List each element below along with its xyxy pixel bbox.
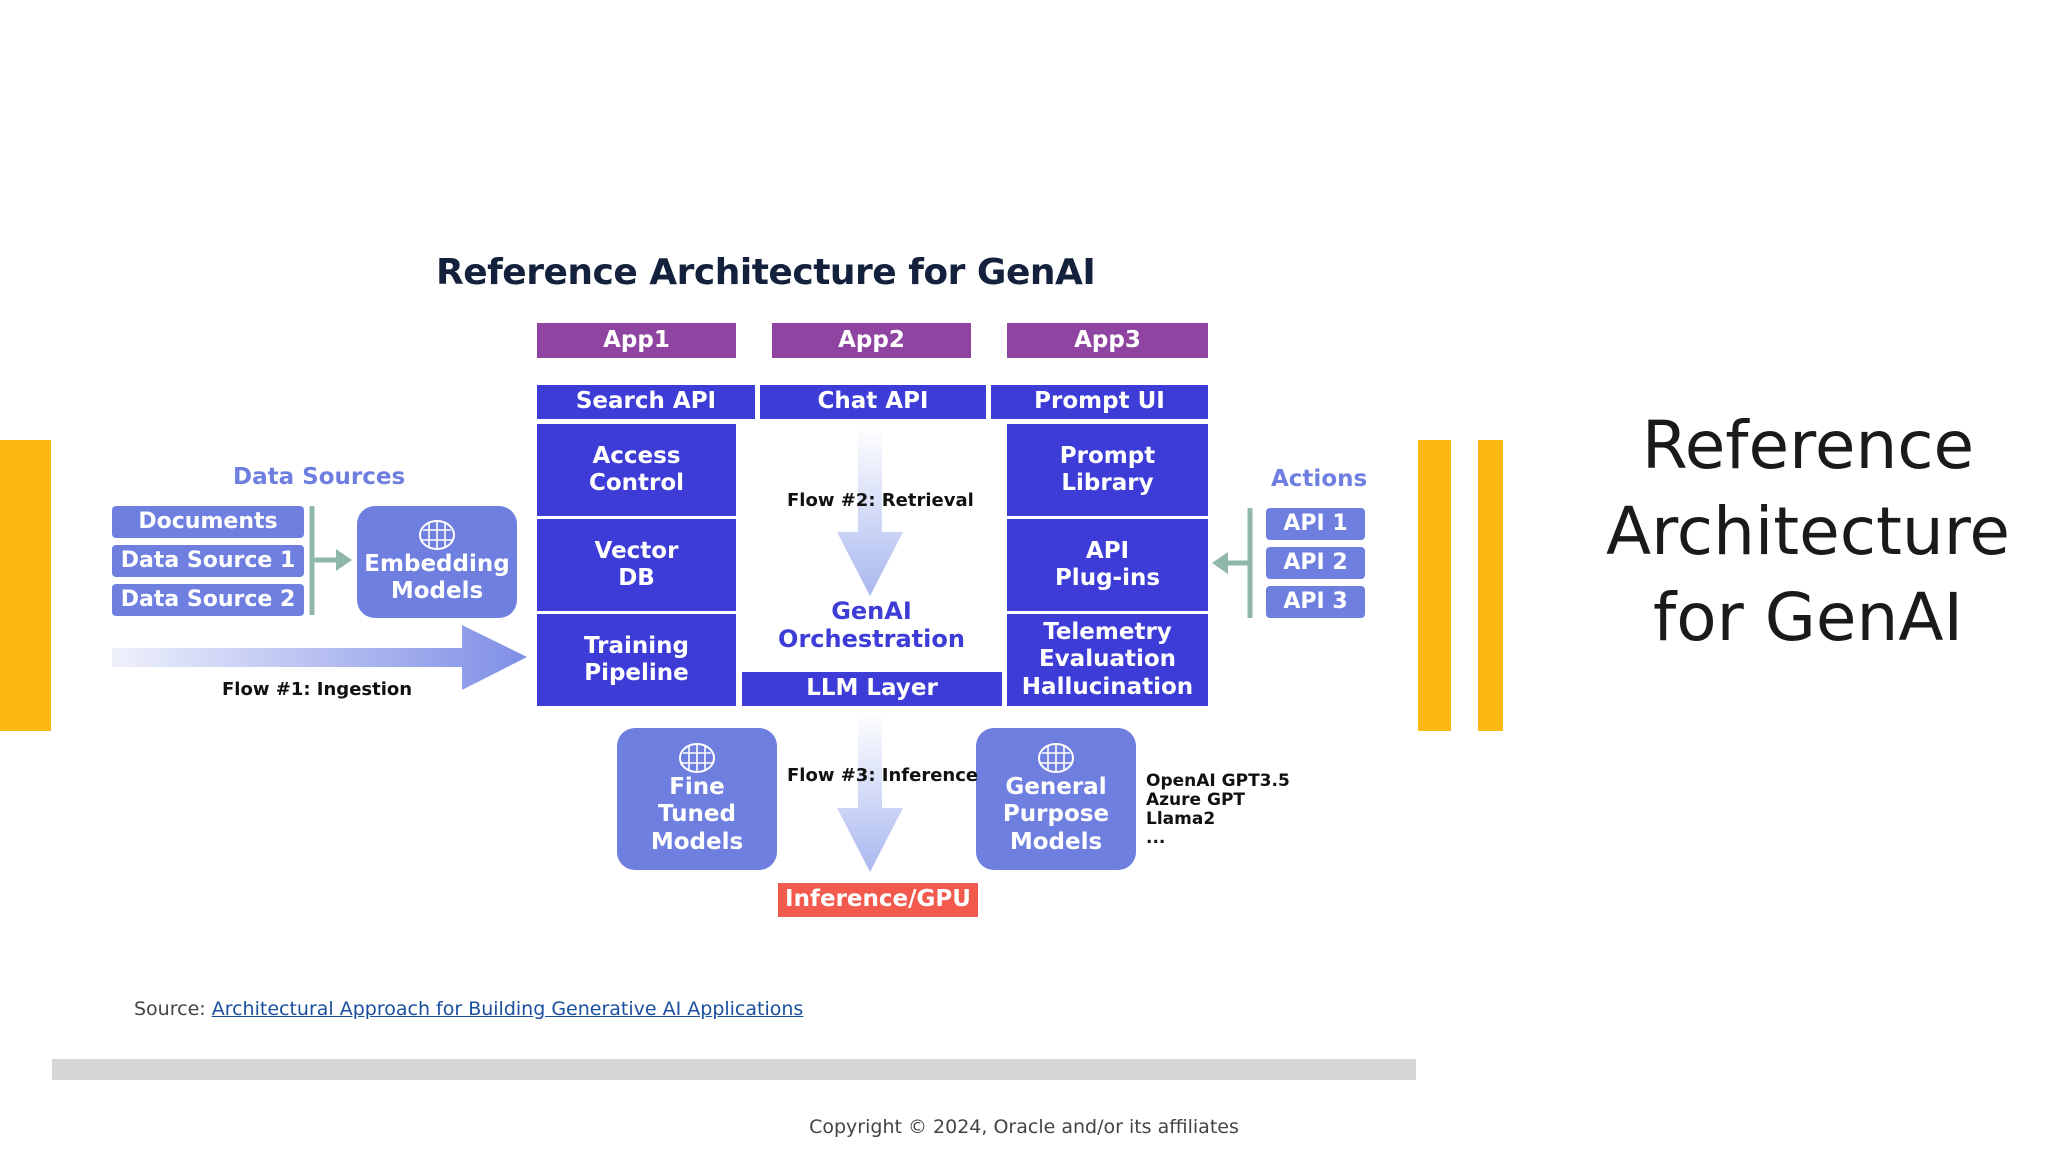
source-citation: Source: Architectural Approach for Build… — [134, 998, 803, 1020]
api-1-box: API 1 — [1266, 508, 1365, 540]
prompt-library-line-1: Prompt — [1059, 442, 1156, 469]
telemetry-line-2: Evaluation — [1038, 646, 1177, 673]
vector-db-box: Vector DB — [537, 519, 736, 611]
telemetry-line-1: Telemetry — [1043, 619, 1172, 646]
ai-brain-icon — [679, 743, 715, 774]
vector-db-line-1: Vector — [594, 537, 679, 564]
api-plugins-line-1: API — [1085, 537, 1130, 564]
fine-tuned-line-1: Fine — [669, 774, 725, 801]
footer-divider-bar — [52, 1059, 1416, 1080]
flow1-arrow — [112, 625, 527, 690]
data-source-arrowhead — [336, 549, 352, 571]
fine-tuned-line-2: Tuned — [658, 801, 736, 828]
source-link[interactable]: Architectural Approach for Building Gene… — [211, 998, 804, 1020]
model-llama: Llama2 — [1146, 809, 1216, 829]
left-accent-bar — [0, 440, 51, 731]
models-list: OpenAI GPT3.5 Azure GPT Llama2 ... — [1146, 772, 1290, 848]
embedding-line-1: Embedding — [364, 550, 510, 577]
general-line-1: General — [1005, 774, 1107, 801]
telemetry-line-3: Hallucination — [1021, 673, 1194, 700]
training-pipeline-line-2: Pipeline — [584, 660, 689, 686]
flow2-label: Flow #2: Retrieval — [787, 490, 974, 511]
prompt-ui-box: Prompt UI — [991, 385, 1208, 419]
search-api-box: Search API — [537, 385, 755, 419]
model-openai: OpenAI GPT3.5 — [1146, 771, 1290, 791]
api-plugins-box: API Plug-ins — [1007, 519, 1208, 611]
source-prefix: Source: — [134, 998, 206, 1020]
general-line-2: Purpose — [1002, 801, 1110, 828]
fine-tuned-line-3: Models — [650, 828, 744, 855]
general-line-3: Models — [1009, 828, 1103, 855]
fine-tuned-models-box: Fine Tuned Models — [617, 728, 777, 870]
api-3-box: API 3 — [1266, 586, 1365, 618]
access-control-line-2: Control — [588, 470, 685, 496]
api-plugins-line-2: Plug-ins — [1054, 565, 1161, 591]
general-purpose-models-box: General Purpose Models — [976, 728, 1136, 870]
slide-title-line-2: Architecture — [1605, 493, 2011, 570]
flow1-label: Flow #1: Ingestion — [222, 679, 413, 700]
data-source-1-box: Data Source 1 — [112, 545, 304, 577]
ai-brain-icon — [419, 519, 455, 550]
vector-db-line-2: DB — [618, 565, 655, 591]
copyright-footer: Copyright © 2024, Oracle and/or its affi… — [809, 1116, 1239, 1138]
right-accent-bar-2 — [1478, 440, 1503, 731]
orchestration-line-1: GenAI — [831, 597, 912, 625]
flow3-label: Flow #3: Inference — [787, 765, 979, 786]
prompt-library-line-2: Library — [1061, 470, 1154, 496]
documents-box: Documents — [112, 506, 304, 538]
actions-arrowhead — [1212, 552, 1228, 574]
prompt-library-box: Prompt Library — [1007, 424, 1208, 516]
training-pipeline-box: Training Pipeline — [537, 614, 736, 706]
slide-title-line-1: Reference — [1641, 407, 1975, 484]
training-pipeline-line-1: Training — [583, 632, 689, 659]
telemetry-box: Telemetry Evaluation Hallucination — [1007, 614, 1208, 706]
embedding-line-2: Models — [390, 578, 484, 604]
data-source-2-box: Data Source 2 — [112, 584, 304, 616]
genai-orchestration-label: GenAI Orchestration — [772, 597, 971, 653]
llm-layer-box: LLM Layer — [742, 672, 1002, 706]
actions-heading: Actions — [1271, 466, 1368, 492]
model-azure: Azure GPT — [1146, 790, 1245, 810]
ai-brain-icon — [1038, 743, 1074, 774]
app3-box: App3 — [1007, 323, 1208, 358]
app2-box: App2 — [772, 323, 971, 358]
chat-api-box: Chat API — [760, 385, 986, 419]
right-accent-bar-1 — [1418, 440, 1451, 731]
access-control-line-1: Access — [592, 442, 681, 469]
flow2-arrow — [837, 428, 903, 596]
inference-gpu-box: Inference/GPU — [778, 883, 978, 917]
access-control-box: Access Control — [537, 424, 736, 516]
diagram-title: Reference Architecture for GenAI — [436, 252, 1096, 293]
api-2-box: API 2 — [1266, 547, 1365, 579]
data-sources-heading: Data Sources — [233, 464, 406, 490]
embedding-models-box: Embedding Models — [357, 506, 517, 618]
slide-title-line-3: for GenAI — [1653, 579, 1963, 656]
flow3-arrow — [837, 712, 903, 872]
slide-title: Reference Architecture for GenAI — [1598, 403, 2018, 661]
orchestration-line-2: Orchestration — [778, 625, 965, 653]
app1-box: App1 — [537, 323, 736, 358]
model-ellipsis: ... — [1146, 828, 1166, 848]
